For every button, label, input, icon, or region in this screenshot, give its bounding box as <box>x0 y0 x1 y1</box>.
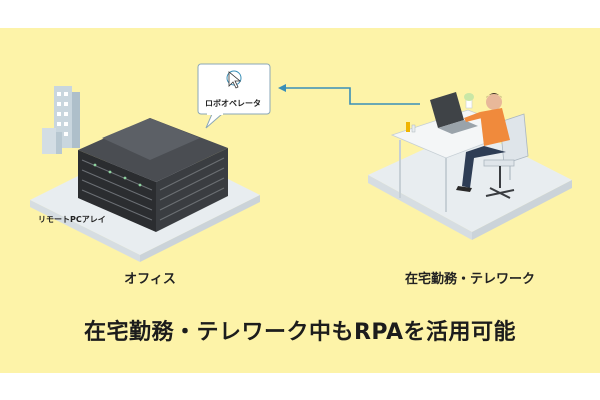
laptop-icon <box>430 92 478 134</box>
robot-cursor-icon <box>226 70 242 89</box>
office-label: オフィス <box>124 272 176 287</box>
pc-array-label: リモートPCアレイ <box>38 215 106 224</box>
plant-icon <box>464 93 474 109</box>
robot-operator-label: ロボオペレータ <box>205 99 261 108</box>
caption: 在宅勤務・テレワーク中もRPAを活用可能 <box>83 320 517 345</box>
person-at-desk-icon <box>456 93 510 192</box>
office-chair-icon <box>483 113 529 199</box>
building-icon <box>42 86 80 154</box>
robot-operator-bubble <box>197 63 271 129</box>
server-rack-icon <box>78 118 228 232</box>
connector-arrow <box>278 84 420 105</box>
remote-work-label: 在宅勤務・テレワーク <box>404 272 535 287</box>
